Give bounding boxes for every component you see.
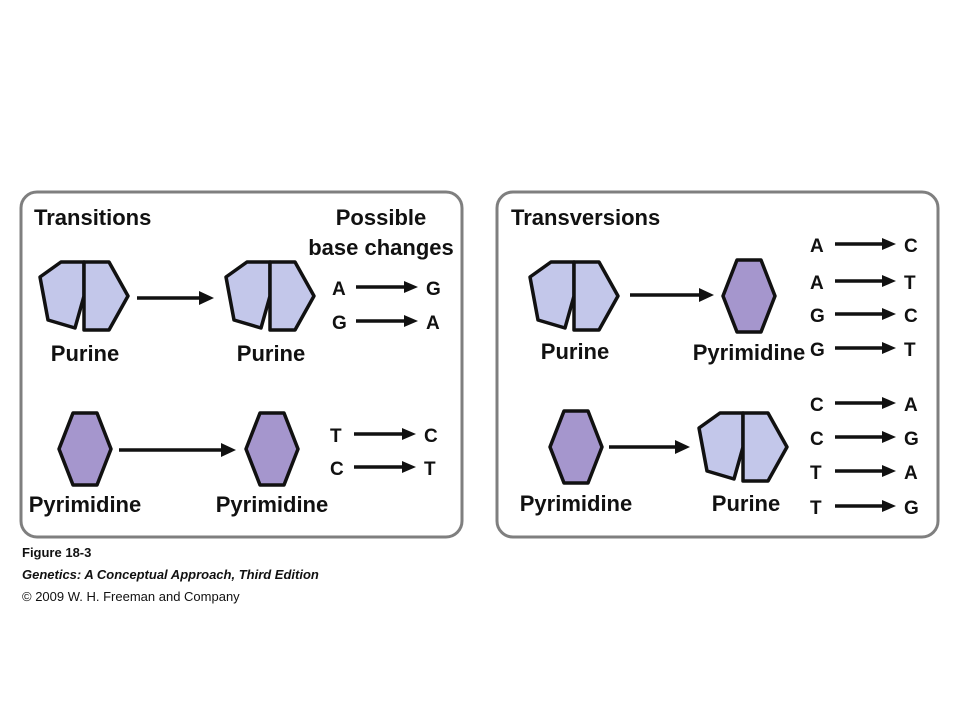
purine-ring-icon <box>38 260 130 332</box>
base-to: G <box>904 498 919 519</box>
base-to: A <box>426 313 440 334</box>
arrow-head-icon <box>199 291 214 305</box>
base-from: T <box>810 498 822 519</box>
base-to: T <box>904 340 916 361</box>
pyrimidine-label: Pyrimidine <box>693 340 805 365</box>
base-from: G <box>810 340 825 361</box>
pyrimidine-label: Pyrimidine <box>216 492 328 517</box>
purine-label: Purine <box>541 339 609 364</box>
arrow-head-icon <box>882 275 896 287</box>
purine-label: Purine <box>237 341 305 366</box>
arrow-head-icon <box>699 288 714 302</box>
base-from: C <box>330 459 344 480</box>
transversions-panel: Transversions Purine Pyrimidine A C A T … <box>495 190 940 539</box>
base-from: T <box>810 463 822 484</box>
transitions-title: Transitions <box>34 205 151 230</box>
base-to: A <box>904 395 918 416</box>
figure-number: Figure 18-3 <box>22 545 92 560</box>
purine-ring-icon <box>697 411 789 483</box>
base-from: G <box>810 306 825 327</box>
arrow-head-icon <box>882 431 896 443</box>
base-to: T <box>904 273 916 294</box>
base-change-list: A C A T G C G T <box>810 236 918 361</box>
arrow-head-icon <box>675 440 690 454</box>
book-title: Genetics: A Conceptual Approach, Third E… <box>22 567 319 582</box>
base-from: A <box>332 279 346 300</box>
base-to: A <box>904 463 918 484</box>
transitions-panel: Transitions Possible base changes Purine… <box>19 190 464 539</box>
pyrimidine-label: Pyrimidine <box>520 491 632 516</box>
arrow-head-icon <box>882 397 896 409</box>
base-from: A <box>810 273 824 294</box>
purine-ring-icon <box>528 260 620 332</box>
arrow-head-icon <box>882 238 896 250</box>
arrow-head-icon <box>402 428 416 440</box>
base-to: C <box>424 426 438 447</box>
base-to: G <box>904 429 919 450</box>
base-from: A <box>810 236 824 257</box>
purine-ring-icon <box>224 260 316 332</box>
arrow-head-icon <box>882 308 896 320</box>
base-changes-header-line1: Possible <box>336 205 426 230</box>
base-from: C <box>810 429 824 450</box>
arrow-head-icon <box>221 443 236 457</box>
transversions-title: Transversions <box>511 205 660 230</box>
base-from: T <box>330 426 342 447</box>
base-to: C <box>904 306 918 327</box>
base-change-list: C A C G T A T G <box>810 395 919 519</box>
base-from: C <box>810 395 824 416</box>
arrow-head-icon <box>882 465 896 477</box>
base-changes-header-line2: base changes <box>308 235 454 260</box>
purine-label: Purine <box>51 341 119 366</box>
base-to: T <box>424 459 436 480</box>
arrow-head-icon <box>404 281 418 293</box>
arrow-head-icon <box>882 342 896 354</box>
base-from: G <box>332 313 347 334</box>
arrow-head-icon <box>404 315 418 327</box>
copyright-notice: © 2009 W. H. Freeman and Company <box>22 589 240 604</box>
base-to: C <box>904 236 918 257</box>
pyrimidine-label: Pyrimidine <box>29 492 141 517</box>
arrow-head-icon <box>882 500 896 512</box>
arrow-head-icon <box>402 461 416 473</box>
purine-label: Purine <box>712 491 780 516</box>
base-change-list: T C C T <box>330 426 438 480</box>
base-to: G <box>426 279 441 300</box>
base-change-list: A G G A <box>332 279 441 334</box>
